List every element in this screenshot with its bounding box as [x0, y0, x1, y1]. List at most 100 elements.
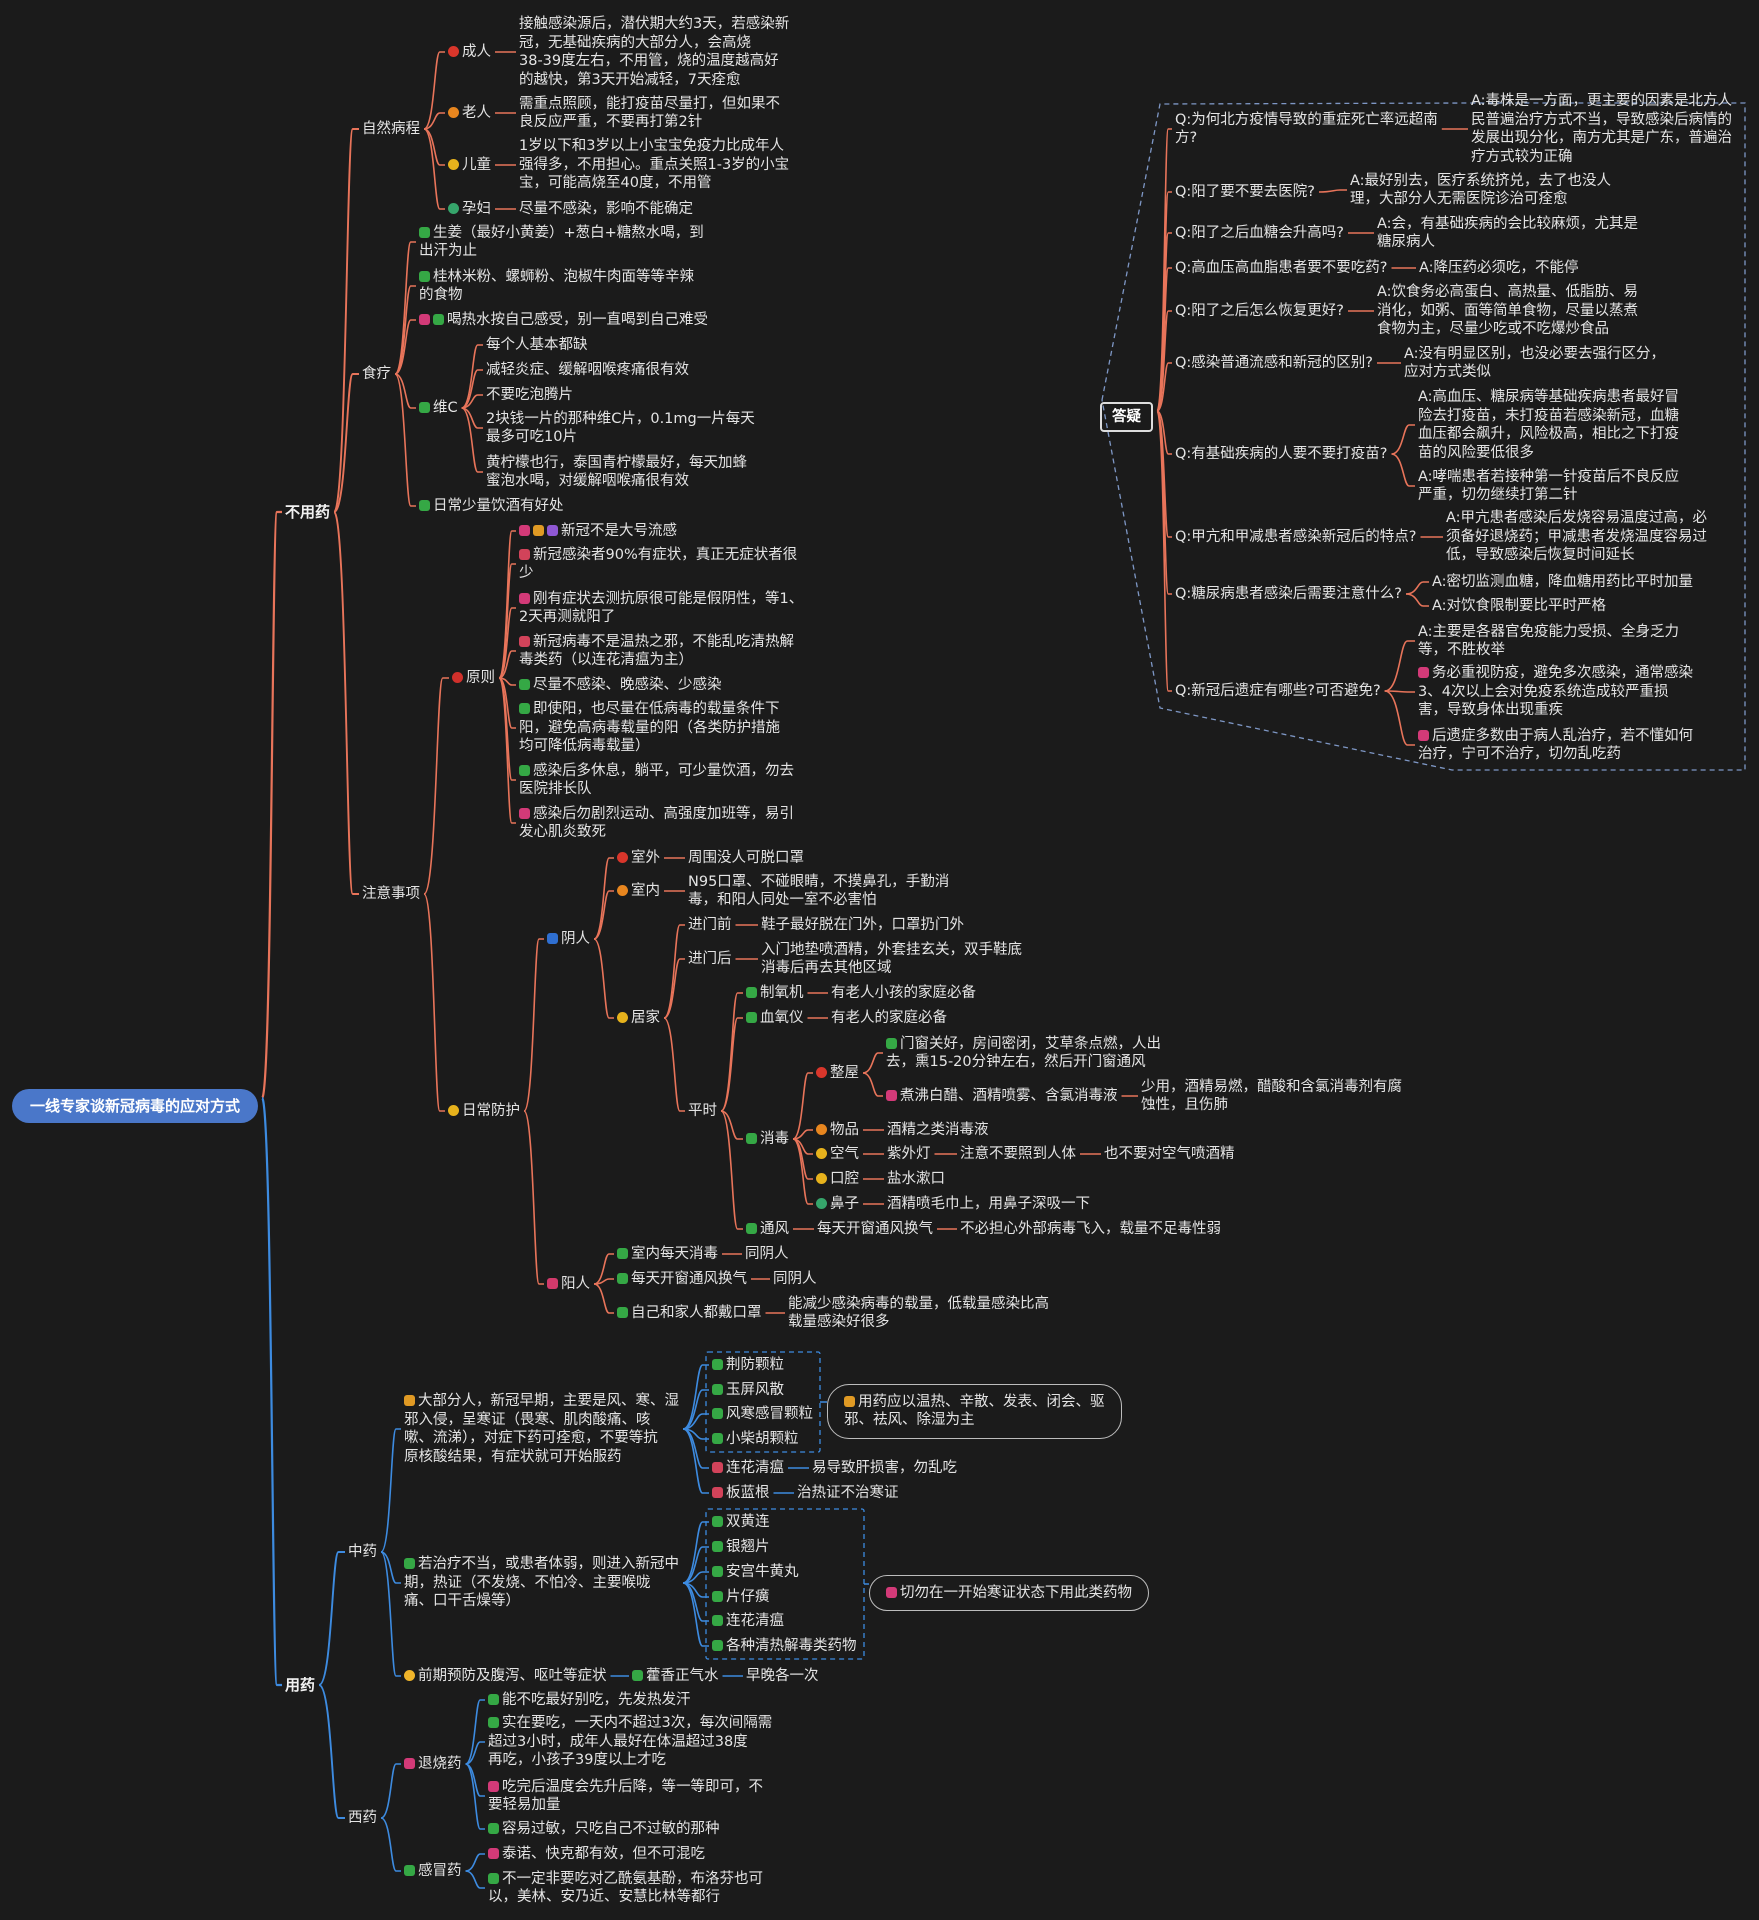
node-a8[interactable]: A:甲亢患者感染后发烧容易温度过高，必 须备好退烧药；甲减患者发烧温度容易过 低…: [1446, 509, 1707, 565]
node-q1[interactable]: Q:为何北方疫情导致的重症死亡率远超南 方?: [1175, 111, 1438, 148]
node-a1[interactable]: A:毒株是一方面，更主要的因素是北方人 民普遍治疗方式不当，导致感染后病情的 发…: [1471, 92, 1732, 166]
node-a4[interactable]: A:降压药必须吃，不能停: [1419, 259, 1579, 278]
node-pos1[interactable]: 室内每天消毒: [617, 1245, 718, 1264]
node-vitc3[interactable]: 不要吃泡腾片: [486, 386, 573, 405]
node-house1[interactable]: 门窗关好，房间密闭，艾草条点燃，人出 去，熏15-20分钟左右，然后开门窗通风: [886, 1035, 1161, 1072]
node-q4[interactable]: Q:高血压高血脂患者要不要吃药?: [1175, 259, 1388, 278]
node-tcm_c1_d[interactable]: 早晚各一次: [746, 1667, 819, 1686]
node-pr3[interactable]: 刚有症状去测抗原很可能是假阴性，等1、 2天再测就阳了: [519, 590, 803, 627]
node-tcm_a5_d[interactable]: 易导致肝损害，勿乱吃: [812, 1459, 957, 1478]
node-vitc[interactable]: 维C: [419, 399, 458, 418]
node-air_d[interactable]: 紫外灯: [887, 1145, 931, 1164]
node-a6[interactable]: A:没有明显区别，也没必要去强行区分， 应对方式类似: [1404, 345, 1665, 382]
node-vent[interactable]: 通风: [746, 1220, 789, 1239]
node-air_d3[interactable]: 也不要对空气喷酒精: [1104, 1145, 1235, 1164]
node-house2[interactable]: 煮沸白醋、酒精喷雾、含氯消毒液: [886, 1087, 1118, 1106]
node-q8[interactable]: Q:甲亢和甲减患者感染新冠后的特点?: [1175, 528, 1417, 547]
node-oximeter_d[interactable]: 有老人的家庭必备: [831, 1009, 947, 1028]
node-usual[interactable]: 平时: [688, 1102, 717, 1121]
node-a10b[interactable]: 务必重视防疫，避免多次感染，通常感染 3、4次以上会对免疫系统造成较严重损 害，…: [1418, 664, 1693, 720]
node-pr4[interactable]: 新冠病毒不是温热之邪，不能乱吃清热解 毒类药（以连花清瘟为主）: [519, 633, 794, 670]
node-notes[interactable]: 注意事项: [362, 885, 420, 904]
node-pr2[interactable]: 新冠感染者90%有症状，真正无症状者很 少: [519, 546, 797, 583]
node-ap4[interactable]: 容易过敏，只吃自己不过敏的那种: [488, 1820, 720, 1839]
node-preg[interactable]: 孕妇: [448, 200, 491, 219]
node-q9[interactable]: Q:糖尿病患者感染后需要注意什么?: [1175, 585, 1402, 604]
node-vitc4[interactable]: 2块钱一片的那种维C片，0.1mg一片每天 最多可吃10片: [486, 410, 755, 447]
node-items[interactable]: 物品: [816, 1121, 859, 1140]
node-diet1[interactable]: 生姜（最好小黄姜）+葱白+糖熬水喝，到 出汗为止: [419, 224, 704, 261]
node-a7b[interactable]: A:哮喘患者若接种第一针疫苗后不良反应 严重，切勿继续打第二针: [1418, 468, 1679, 505]
node-pr5[interactable]: 尽量不感染、晚感染、少感染: [519, 676, 722, 695]
node-ap1[interactable]: 能不吃最好别吃，先发热发汗: [488, 1691, 691, 1710]
node-tcm_c1[interactable]: 藿香正气水: [632, 1667, 719, 1686]
node-q3[interactable]: Q:阳了之后血糖会升高吗?: [1175, 224, 1344, 243]
node-daily[interactable]: 日常防护: [448, 1102, 520, 1121]
node-child_d[interactable]: 1岁以下和3岁以上小宝宝免疫力比成年人 强得多，不用担心。重点关照1-3岁的小宝…: [519, 137, 789, 193]
node-diet5[interactable]: 日常少量饮酒有好处: [419, 497, 564, 516]
node-a3[interactable]: A:会，有基础疾病的会比较麻烦，尤其是 糖尿病人: [1377, 215, 1638, 252]
node-vitc2[interactable]: 减轻炎症、缓解咽喉疼痛很有效: [486, 361, 689, 380]
node-oxygen[interactable]: 制氧机: [746, 984, 804, 1003]
node-a5[interactable]: A:饮食务必高蛋白、高热量、低脂肪、易 消化，如粥、面等简单食物，尽量以蒸煮 食…: [1377, 283, 1638, 339]
node-indoor_d[interactable]: N95口罩、不碰眼睛，不摸鼻孔，手勤消 毒，和阳人同处一室不必害怕: [688, 873, 949, 910]
node-elder[interactable]: 老人: [448, 104, 491, 123]
node-pos3[interactable]: 自己和家人都戴口罩: [617, 1304, 762, 1323]
node-pos2[interactable]: 每天开窗通风换气: [617, 1270, 747, 1289]
node-mouth[interactable]: 口腔: [816, 1170, 859, 1189]
node-tcm_b3[interactable]: 安宫牛黄丸: [712, 1563, 799, 1582]
tcm-warning-bubble[interactable]: 切勿在一开始寒证状态下用此类药物: [869, 1574, 1149, 1612]
node-a10c[interactable]: 后遗症多数由于病人乱治疗，若不懂如何 治疗，宁可不治疗，切勿乱吃药: [1418, 727, 1693, 764]
node-vitc5[interactable]: 黄柠檬也行，泰国青柠檬最好，每天加蜂 蜜泡水喝，对缓解咽喉痛很有效: [486, 454, 747, 491]
node-house[interactable]: 整屋: [816, 1064, 859, 1083]
node-enter_after[interactable]: 进门后: [688, 950, 732, 969]
node-disinfect[interactable]: 消毒: [746, 1130, 789, 1149]
node-indoor[interactable]: 室内: [617, 882, 660, 901]
node-q5[interactable]: Q:阳了之后怎么恢复更好?: [1175, 302, 1344, 321]
branch-no-medicine[interactable]: 不用药: [285, 503, 330, 522]
node-pr7[interactable]: 感染后多休息，躺平，可少量饮酒，勿去 医院排长队: [519, 762, 794, 799]
node-a9a[interactable]: A:密切监测血糖，降血糖用药比平时加量: [1432, 573, 1693, 592]
node-a9b[interactable]: A:对饮食限制要比平时严格: [1432, 597, 1606, 616]
node-natural[interactable]: 自然病程: [362, 120, 420, 139]
node-air_d2[interactable]: 注意不要照到人体: [960, 1145, 1076, 1164]
branch-use-medicine[interactable]: 用药: [285, 1676, 315, 1695]
node-nose[interactable]: 鼻子: [816, 1195, 859, 1214]
node-tcm_a6[interactable]: 板蓝根: [712, 1484, 770, 1503]
node-diet2[interactable]: 桂林米粉、螺蛳粉、泡椒牛肉面等等辛辣 的食物: [419, 268, 694, 305]
node-a7a[interactable]: A:高血压、糖尿病等基础疾病患者最好冒 险去打疫苗，未打疫苗若感染新冠，血糖 血…: [1418, 388, 1679, 462]
node-diet[interactable]: 食疗: [362, 365, 391, 384]
node-child[interactable]: 儿童: [448, 156, 491, 175]
node-tcm_b[interactable]: 若治疗不当，或患者体弱，则进入新冠中 期，热证（不发烧、不怕冷、主要喉咙 痛、口…: [404, 1555, 679, 1611]
node-enter_before[interactable]: 进门前: [688, 916, 732, 935]
node-tcm_a6_d[interactable]: 治热证不治寒证: [797, 1484, 899, 1503]
node-oximeter[interactable]: 血氧仪: [746, 1009, 804, 1028]
node-tcm_a[interactable]: 大部分人，新冠早期，主要是风、寒、湿 邪入侵，呈寒证（畏寒、肌肉酸痛、咳 嗽、流…: [404, 1392, 679, 1466]
node-q10[interactable]: Q:新冠后遗症有哪些?可否避免?: [1175, 682, 1381, 701]
node-nose_d[interactable]: 酒精喷毛巾上，用鼻子深吸一下: [887, 1195, 1090, 1214]
node-tcm_a2[interactable]: 玉屏风散: [712, 1381, 784, 1400]
node-air[interactable]: 空气: [816, 1145, 859, 1164]
node-pos1_d[interactable]: 同阴人: [745, 1245, 789, 1264]
node-enter_after_d[interactable]: 入门地垫喷酒精，外套挂玄关，双手鞋底 消毒后再去其他区域: [761, 941, 1022, 978]
node-adult_d[interactable]: 接触感染源后，潜伏期大约3天，若感染新 冠，无基础疾病的大部分人，会高烧 38-…: [519, 15, 789, 89]
node-items_d[interactable]: 酒精之类消毒液: [887, 1121, 989, 1140]
node-tcm_a5[interactable]: 连花清瘟: [712, 1459, 784, 1478]
node-adult[interactable]: 成人: [448, 43, 491, 62]
node-tcm_a4[interactable]: 小柴胡颗粒: [712, 1430, 799, 1449]
node-outdoor[interactable]: 室外: [617, 849, 660, 868]
node-tcm[interactable]: 中药: [348, 1543, 377, 1562]
node-outdoor_d[interactable]: 周围没人可脱口罩: [688, 849, 804, 868]
node-pos[interactable]: 阳人: [547, 1275, 590, 1294]
node-q7[interactable]: Q:有基础疾病的人要不要打疫苗?: [1175, 445, 1388, 464]
node-cold1[interactable]: 泰诺、快克都有效，但不可混吃: [488, 1845, 705, 1864]
node-cold2[interactable]: 不一定非要吃对乙酰氨基酚，布洛芬也可 以，美林、安乃近、安慧比林等都行: [488, 1870, 763, 1907]
tcm-note-bubble[interactable]: 用药应以温热、辛散、发表、闭会、驱 邪、祛风、除湿为主: [827, 1383, 1122, 1439]
node-pr8[interactable]: 感染后勿剧烈运动、高强度加班等，易引 发心肌炎致死: [519, 805, 794, 842]
node-vent_d2[interactable]: 不必担心外部病毒飞入，载量不足毒性弱: [960, 1220, 1221, 1239]
node-tcm_b1[interactable]: 双黄连: [712, 1513, 770, 1532]
node-cold[interactable]: 感冒药: [404, 1862, 462, 1881]
node-tcm_a1[interactable]: 荆防颗粒: [712, 1356, 784, 1375]
node-pos2_d[interactable]: 同阴人: [773, 1270, 817, 1289]
node-vent_d[interactable]: 每天开窗通风换气: [817, 1220, 933, 1239]
